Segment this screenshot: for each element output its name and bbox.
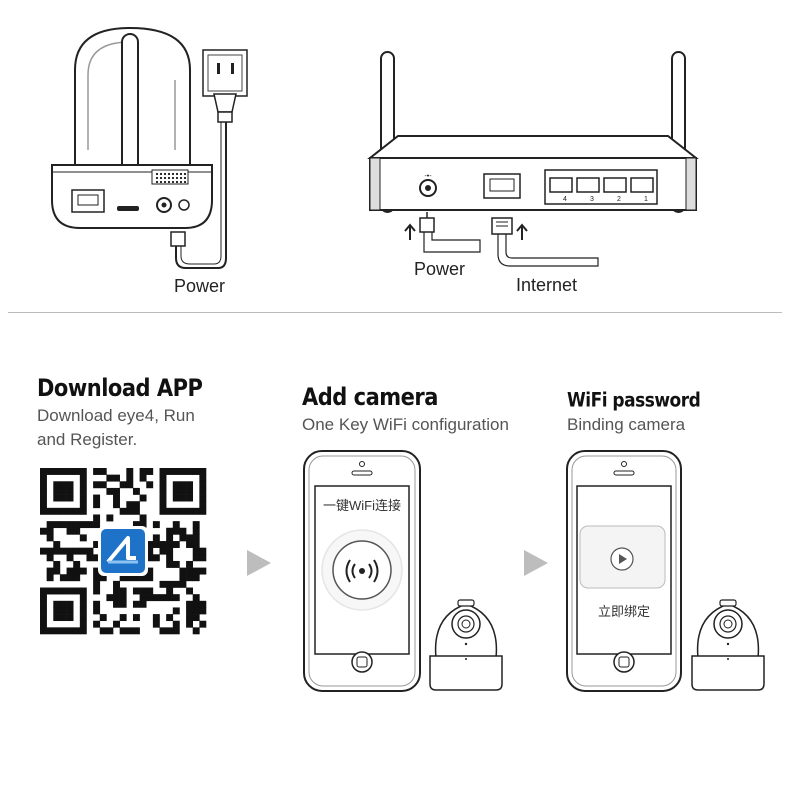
power-plug-icon [202,49,248,123]
step1-subtitle-line1: Download eye4, Run [37,406,195,425]
router-power-label: Power [414,259,466,279]
step2-screen-title: 一键WiFi连接 [323,498,401,513]
camera-grille [155,172,187,183]
svg-text:-•-: -•- [424,173,432,180]
step2-title: Add camera [302,383,438,411]
qr-code-icon[interactable] [40,468,207,635]
step3-bind-button[interactable]: 立即绑定 [597,604,650,619]
arrow-right-icon [247,550,271,576]
port-number: 4 [563,196,567,203]
step3-title: WiFi password [567,389,701,412]
router-icon: -•- [367,51,699,267]
port-number: 1 [644,196,648,203]
step1-title: Download APP [37,374,203,402]
camera-icon [429,599,503,691]
step2-subtitle: One Key WiFi configuration [302,415,509,434]
camera-power-label: Power [174,276,226,296]
app-logo-icon [98,526,148,576]
arrow-right-icon [524,550,548,576]
port-number: 2 [617,196,621,203]
step1-subtitle-line2: and Register. [37,430,138,449]
play-icon[interactable] [609,546,635,572]
port-number: 3 [590,196,594,203]
camera-icon [691,599,765,691]
step1-subtitle: Download eye4, Run and Register. [37,404,195,452]
router-internet-label: Internet [516,275,578,295]
camera-icon: -•- [51,26,699,269]
step3-subtitle: Binding camera [567,415,686,434]
wifi-signal-icon[interactable] [342,556,382,586]
section-divider [8,312,782,313]
